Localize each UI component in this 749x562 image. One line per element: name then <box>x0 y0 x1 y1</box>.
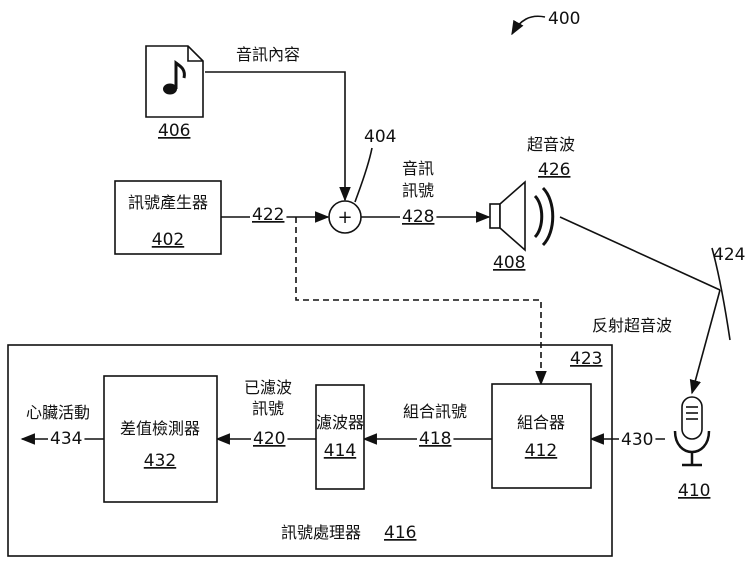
mic-signal-ref-gap <box>619 430 656 450</box>
audio-content-line <box>205 71 351 202</box>
detector-ref: 432 <box>144 451 176 471</box>
mixer-ref-leader <box>354 147 373 203</box>
ultrasound-ref: 426 <box>538 160 570 180</box>
reference-dashed-line <box>295 217 547 386</box>
processor-ref: 416 <box>384 523 416 543</box>
microphone-icon <box>673 396 711 467</box>
mixer-symbol: + <box>337 207 352 228</box>
combined-signal-label: 組合訊號 <box>403 402 467 421</box>
audio-signal-ref: 428 <box>402 207 434 227</box>
filter-box <box>315 384 365 490</box>
detector-label: 差值檢測器 <box>120 419 200 438</box>
ultrasound-label: 超音波 <box>527 135 575 154</box>
filter-ref: 414 <box>324 441 356 461</box>
processor-inner-ref: 423 <box>570 349 602 369</box>
speaker-ref: 408 <box>493 253 525 273</box>
processor-label: 訊號處理器 <box>281 523 361 542</box>
audio-content-label: 音訊內容 <box>236 45 300 64</box>
filtered-signal-label-2: 訊號 <box>252 399 284 418</box>
combined-signal-ref: 418 <box>419 429 451 449</box>
filter-label: 濾波器 <box>316 413 364 432</box>
ultrasound-beam <box>559 216 721 291</box>
output-label: 心臟活動 <box>26 403 90 422</box>
surface-ref: 424 <box>713 245 745 265</box>
combiner-ref: 412 <box>525 441 557 461</box>
mixer-ref: 404 <box>364 127 396 147</box>
reflected-beam <box>689 289 721 395</box>
audio-signal-ref-gap <box>400 207 437 227</box>
microphone-ref: 410 <box>678 481 710 501</box>
filtered-signal-ref: 420 <box>253 429 285 449</box>
signal-ref-422-gap <box>250 205 287 225</box>
filtered-signal-ref-gap <box>251 429 288 449</box>
mic-signal-ref: 430 <box>621 430 653 450</box>
difference-detector-box <box>103 375 218 503</box>
figure-number: 400 <box>548 9 580 29</box>
combined-signal-ref-gap <box>417 429 454 449</box>
output-ref-gap <box>48 429 85 449</box>
signal-processor-box <box>7 344 613 557</box>
reflecting-surface <box>711 247 731 341</box>
speaker-icon <box>489 180 555 252</box>
output-ref: 434 <box>50 429 82 449</box>
combiner-label: 組合器 <box>517 413 565 432</box>
audio-content-ref: 406 <box>158 121 190 141</box>
figure-number-leader <box>511 15 546 36</box>
reflected-label: 反射超音波 <box>592 316 672 335</box>
signal-generator-label: 訊號產生器 <box>128 193 208 212</box>
music-note-file-icon <box>145 45 204 118</box>
audio-signal-label-2: 訊號 <box>402 181 434 200</box>
signal-ref-422: 422 <box>252 205 284 225</box>
combiner-box <box>491 383 592 489</box>
signal-generator-ref: 402 <box>152 230 184 250</box>
audio-signal-label-1: 音訊 <box>402 159 434 178</box>
filtered-signal-label-1: 已濾波 <box>244 378 292 397</box>
